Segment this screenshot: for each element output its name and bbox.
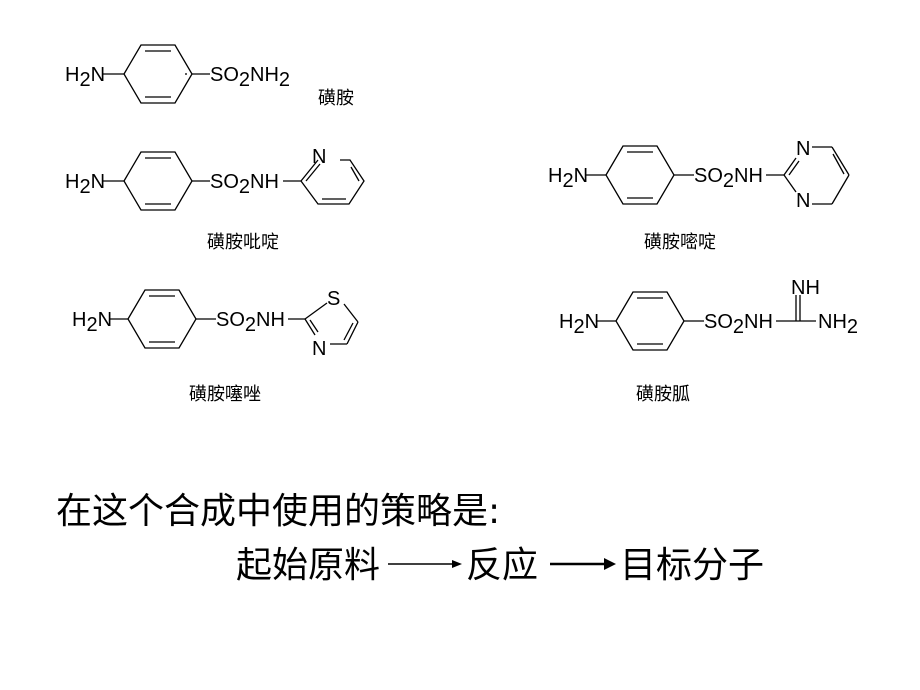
caption-sulfapyridine: 磺胺吡啶	[207, 232, 279, 253]
amine-label: H2N	[72, 309, 112, 336]
target-molecule-label: 目标分子	[620, 545, 765, 586]
strategy-heading: 在这个合成中使用的策略是:	[56, 491, 501, 532]
amine-label: H2N	[559, 311, 599, 338]
ring-atom-label: N	[312, 146, 326, 168]
amine-label: H2N	[65, 64, 105, 91]
amine-label: H2N	[65, 171, 105, 198]
right-arrow-icon	[380, 538, 466, 586]
reaction-label: 反应	[466, 545, 539, 586]
ring-atom-label: N	[796, 190, 810, 212]
amine-label: H2N	[548, 165, 588, 192]
structure-sulfapyridine: H2N SO2NH N	[65, 146, 365, 211]
ring-atom-label: N	[312, 338, 326, 360]
sulfonamide-label: SO2NH	[210, 171, 279, 198]
strategy-flow: 起始原料 反应 目标分子	[236, 538, 764, 586]
structure-sulfaguanidine: H2N SO2NH NH NH2	[559, 277, 858, 351]
sulfonamide-label: SO2NH	[216, 309, 285, 336]
structure-sulfathiazole: H2N SO2NH S N	[72, 288, 359, 360]
start-material-label: 起始原料	[236, 545, 381, 586]
sulfonamide-label: SO2NH	[704, 311, 773, 338]
sulfonamide-label: SO2NH	[694, 165, 763, 192]
right-arrow-icon	[538, 538, 620, 586]
caption-sulfanilamide: 磺胺	[318, 88, 354, 109]
sulfonamide-label: SO2NH2	[210, 64, 290, 91]
structure-sulfadiazine: H2N SO2NH N N	[548, 138, 850, 212]
ring-atom-label: N	[796, 138, 810, 160]
ring-atom-label: S	[327, 288, 340, 310]
guanidine-amine-label: NH2	[818, 311, 858, 338]
caption-sulfaguanidine: 磺胺胍	[636, 384, 690, 405]
caption-sulfathiazole: 磺胺噻唑	[189, 384, 261, 405]
guanidine-imine-label: NH	[791, 277, 820, 299]
caption-sulfadiazine: 磺胺嘧啶	[644, 232, 716, 253]
structure-sulfanilamide: H2N SO2NH2	[65, 44, 290, 104]
